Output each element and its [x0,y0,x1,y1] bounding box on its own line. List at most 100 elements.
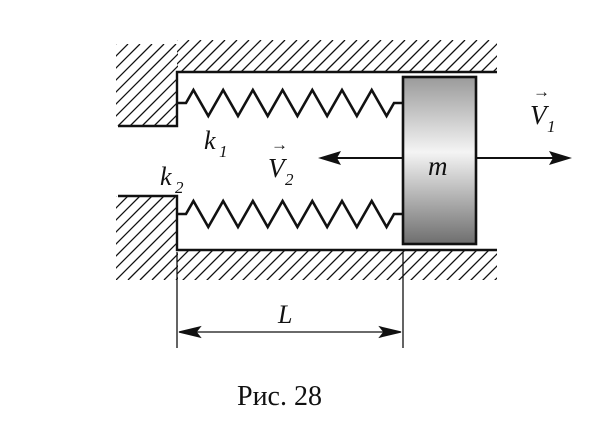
bottom-wall-hatching [177,250,549,282]
hatch-line [408,40,442,72]
hatch-line [116,44,153,81]
hatch-line [177,40,178,41]
hatch-line [214,44,296,126]
top-wall-hatching [177,40,549,72]
hatch-line [505,250,537,282]
hatch-line [517,250,549,282]
svg-text:2: 2 [175,178,184,197]
hatch-line [517,40,549,72]
hatch-line [218,250,250,280]
hatch-line [188,196,272,280]
hatch-line [362,250,394,280]
hatch-line [266,250,298,280]
svg-text:2: 2 [285,170,294,189]
hatch-line [116,196,153,233]
hatch-line [116,44,129,57]
hatch-line [384,40,418,72]
hatch-line [177,125,178,126]
velocity-arrow-v1 [476,151,572,165]
svg-text:V: V [530,100,550,130]
hatch-line [386,250,418,280]
hatch-line [290,250,322,280]
hatch-line [116,196,129,209]
hatch-line [468,43,497,72]
hatch-line [116,44,117,45]
hatch-line [228,40,262,72]
hatch-line [202,44,284,126]
hatch-line [494,277,497,280]
hatch-line [116,44,141,69]
hatch-line [398,250,430,280]
hatch-line [396,40,430,72]
hatch-line [153,101,178,126]
hatch-line [254,250,286,280]
hatch-line [324,40,358,72]
hatch-line [116,196,177,257]
left-lower-wall-hatching [116,196,344,280]
hatch-line [116,196,141,221]
spring-k1-label: k 1 [204,126,228,161]
hatch-line [194,250,226,280]
hatch-line [141,89,178,126]
hatch-line [264,40,298,72]
hatch-line [177,40,190,53]
svg-text:1: 1 [547,117,556,136]
svg-text:V: V [268,153,288,183]
hatch-line [216,40,250,72]
hatch-line [117,65,178,126]
hatch-line [348,40,382,72]
hatch-line [338,250,370,280]
hatch-line [177,40,202,65]
mass-block [401,75,478,246]
hatch-line [127,229,178,280]
spring-k1 [177,87,403,119]
hatch-line [422,250,454,280]
hatch-line [206,250,238,280]
hatch-line [200,196,284,280]
length-label: L [277,300,292,329]
hatch-line [480,55,497,72]
hatch-line [410,250,442,280]
hatch-line [314,250,346,280]
hatch-line [240,40,274,72]
hatch-line [182,250,214,280]
hatch-line [212,196,296,280]
hatch-line [116,53,178,117]
hatch-line [116,205,178,269]
spring-k2-label: k 2 [160,162,184,197]
hatch-line [248,196,332,280]
hatch-line [129,77,178,126]
svg-text:→: → [271,135,288,154]
svg-text:→: → [533,82,550,101]
svg-text:k: k [204,126,216,155]
svg-text:1: 1 [219,142,228,161]
velocity-arrow-v2 [318,151,403,165]
hatch-line [278,250,310,280]
hatch-line [116,196,117,197]
hatch-line [190,44,272,126]
hatch-line [242,250,274,280]
svg-text:k: k [160,162,172,191]
hatch-line [350,250,382,280]
hatch-line [420,40,454,72]
hatch-line [276,40,310,72]
hatch-line [139,241,178,280]
hatch-line [458,250,490,280]
velocity-v1-label: → V 1 [530,82,556,136]
hatch-line [252,40,286,72]
hatch-line [505,40,537,72]
velocity-v2-label: → V 2 [268,135,294,189]
hatch-line [238,44,320,126]
hatch-line [116,44,177,105]
hatch-line [177,250,202,275]
length-dimension [176,252,404,348]
hatch-line [260,196,344,280]
hatch-line [336,40,370,72]
hatch-line [224,196,308,280]
wall-outline [118,70,497,252]
hatch-line [151,253,178,280]
hatch-line [470,253,497,280]
left-upper-wall-hatching [116,44,320,126]
hatch-line [177,250,178,251]
hatch-line [177,250,190,263]
